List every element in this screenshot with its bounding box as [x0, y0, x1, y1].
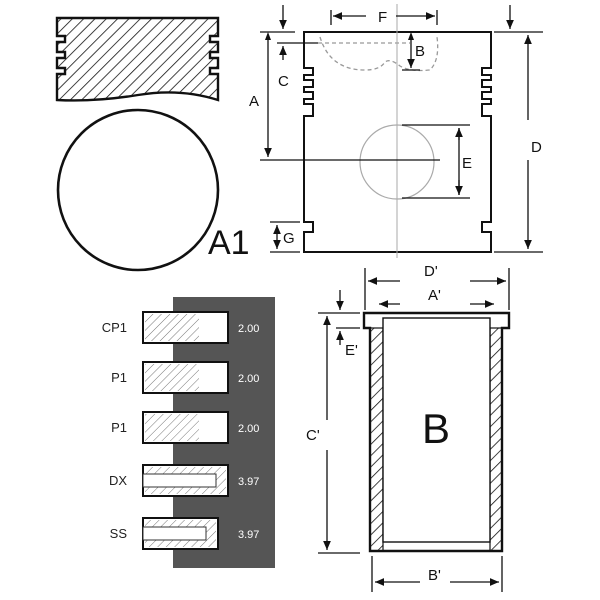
piston-ring-dx: DX 3.97: [109, 464, 259, 497]
piston-side-view: [260, 4, 543, 258]
dim-label-b-prime: B': [428, 567, 441, 584]
piston-ring-cp1: CP1 2.00: [102, 311, 259, 344]
dim-label-c-prime: C': [306, 427, 320, 444]
cylinder-liner: [318, 268, 511, 592]
ring-thickness-value: 2.00: [238, 423, 259, 435]
dim-label-g: G: [283, 230, 295, 247]
piston-ring-p1: P1 2.00: [111, 361, 259, 394]
piston-ring-ss: SS 3.97: [110, 517, 259, 550]
ring-hatch: [145, 314, 199, 341]
ring-slot: [142, 526, 207, 541]
ring-thickness-value: 3.97: [238, 476, 259, 488]
ring-slot: [142, 473, 217, 488]
piston-label-a1: A1: [208, 224, 250, 262]
dim-label-e: E: [462, 155, 472, 172]
dim-label-a: A: [249, 93, 259, 110]
ring-name: P1: [111, 370, 127, 385]
dim-label-d-prime: D': [424, 263, 438, 280]
dim-label-e-prime: E': [345, 342, 358, 359]
ring-thickness-value: 3.97: [238, 529, 259, 541]
dim-label-a-prime: A': [428, 287, 441, 304]
piston-crown-section: [55, 16, 220, 102]
ring-hatch: [145, 364, 199, 391]
ring-name: CP1: [102, 320, 127, 335]
ring-name: DX: [109, 473, 127, 488]
ring-thickness-value: 2.00: [238, 373, 259, 385]
ring-hatch: [145, 414, 199, 441]
dim-label-c: C: [278, 73, 289, 90]
piston-top-circle: [56, 108, 220, 272]
dim-label-f: F: [378, 9, 387, 26]
ring-name: SS: [110, 526, 128, 541]
ring-thickness-value: 2.00: [238, 323, 259, 335]
dim-label-b: B: [415, 43, 425, 60]
ring-name: P1: [111, 420, 127, 435]
piston-ring-p1: P1 2.00: [111, 411, 259, 444]
liner-label-b: B: [422, 405, 450, 452]
dim-label-d: D: [531, 139, 542, 156]
piston-pin-hole: [359, 124, 435, 200]
